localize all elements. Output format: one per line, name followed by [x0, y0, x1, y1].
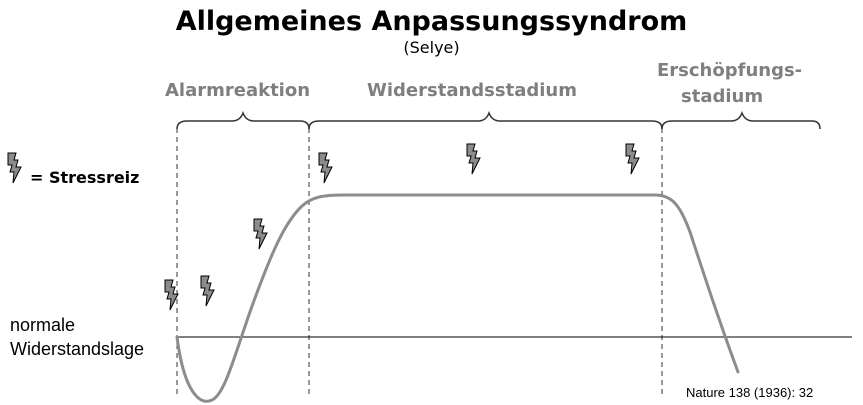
- phase-label-resistance: Widerstandsstadium: [367, 80, 577, 101]
- phase-label-alarm: Alarmreaktion: [165, 80, 311, 101]
- resistance-curve: [175, 193, 740, 403]
- lightning-bolt-icon: [164, 279, 179, 311]
- baseline-label-line2: Widerstandslage: [10, 339, 145, 359]
- brace-resistance: [308, 110, 663, 130]
- lightning-bolt-icon: [318, 152, 333, 184]
- lightning-bolt-icon: [253, 218, 268, 250]
- brace-exhaustion: [661, 110, 821, 130]
- lightning-bolt-icon: [625, 143, 640, 175]
- diagram-title: Allgemeines Anpassungssyndrom: [175, 6, 688, 37]
- citation: Nature 138 (1936): 32: [686, 385, 814, 400]
- phase-label-exhaustion-line1: Erschöpfungs-: [657, 60, 803, 81]
- legend-label: = Stressreiz: [30, 168, 140, 187]
- baseline-label-line1: normale: [10, 315, 76, 335]
- lightning-bolt-icon: [200, 275, 215, 307]
- phase-label-exhaustion-line2: stadium: [681, 86, 764, 107]
- diagram-subtitle: (Selye): [403, 38, 460, 57]
- lightning-bolt-icon: [466, 143, 481, 175]
- brace-alarm: [176, 110, 310, 130]
- legend-lightning-bolt-icon: [7, 152, 22, 184]
